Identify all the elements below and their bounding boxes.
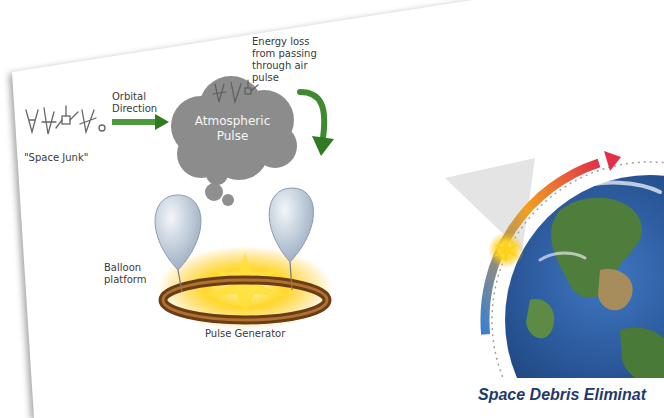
earth [492, 162, 664, 378]
edge-label: Orbital Direction [112, 91, 170, 115]
orbit-arrow [485, 151, 621, 334]
cloud-label: Atmospheric Pulse [187, 114, 279, 144]
energy-loss-label: Energy loss from passing through air pul… [252, 36, 332, 84]
pulse-generator-label: Pulse Generator [205, 328, 285, 340]
smoke-puffs [205, 183, 234, 206]
balloon-platform [155, 188, 313, 292]
balloon-label: Balloon platform [104, 262, 154, 286]
space-junk: "Space Junk" [20, 102, 110, 168]
arrow-connector [112, 119, 157, 125]
debris-label: "Space Junk" [20, 152, 88, 164]
debris-icons [20, 102, 110, 142]
slide-caption: Space Debris Eliminat [478, 386, 646, 404]
light-beam [445, 158, 535, 252]
impact-burst [488, 232, 524, 268]
arrowhead [155, 114, 169, 130]
pulse-cloud: Atmospheric Pulse [165, 70, 300, 185]
energy-loss-arrow [300, 92, 334, 156]
